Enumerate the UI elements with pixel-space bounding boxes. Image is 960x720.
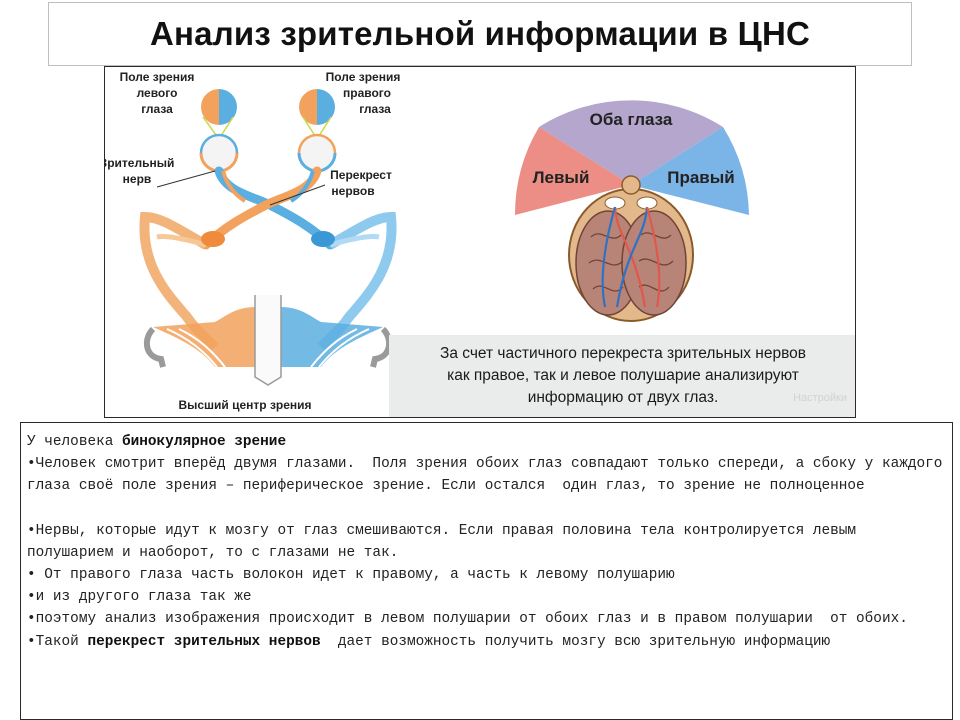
right-field-label-3: глаза	[359, 102, 391, 116]
intro-line: У человека бинокулярное зрение	[27, 431, 946, 453]
sector-right-label: Правый	[667, 168, 734, 187]
right-field-label-1: Поле зрения	[326, 70, 401, 84]
paragraph-gap	[27, 498, 946, 520]
caption-line-1: За счет частичного перекреста зрительных…	[439, 345, 807, 362]
optic-nerve-label-2: нерв	[123, 172, 152, 186]
caption-watermark: Настройки	[793, 392, 847, 404]
caption-line-2: как правое, так и левое полушарие анализ…	[447, 367, 799, 384]
right-optic-radiation	[281, 211, 397, 368]
p6-bold: перекрест зрительных нервов	[87, 633, 321, 650]
left-visual-field	[201, 89, 237, 125]
left-optic-radiation	[139, 211, 255, 368]
paragraph-6: •Такой перекрест зрительных нервов дает …	[27, 631, 946, 653]
intro-bold: бинокулярное зрение	[122, 434, 287, 450]
chiasm-label-2: нервов	[331, 184, 374, 198]
right-cortex-edge	[370, 326, 393, 368]
right-visual-field	[299, 89, 335, 125]
right-field-label-2: правого	[343, 86, 391, 100]
higher-center-label: Высший центр зрения	[178, 398, 311, 412]
left-cortex-edge	[143, 326, 166, 368]
optic-chiasm	[201, 166, 335, 250]
page-title: Анализ зрительной информации в ЦНС	[149, 15, 811, 52]
midline	[254, 295, 282, 386]
text-panel: У человека бинокулярное зрение •Человек …	[20, 422, 953, 720]
chiasm-label-1: Перекрест	[330, 168, 392, 182]
figure-panel: Поле зрения левого глаза Поле зрения пра…	[104, 66, 856, 418]
paragraph-3: • От правого глаза часть волокон идет к …	[27, 567, 675, 584]
left-field-label-1: Поле зрения	[120, 70, 195, 84]
paragraph-1: •Человек смотрит вперёд двумя глазами. П…	[27, 456, 952, 495]
intro-prefix: У человека	[27, 434, 122, 450]
paragraph-5: •поэтому анализ изображения происходит в…	[27, 611, 908, 628]
paragraph-2: •Нервы, которые идут к мозгу от глаз сме…	[27, 522, 865, 561]
brain-top-view	[568, 175, 694, 322]
left-field-label-2: левого	[137, 86, 178, 100]
sector-left-label: Левый	[533, 168, 590, 187]
caption-line-3: информацию от двух глаз.	[527, 389, 719, 406]
left-field-label-3: глаза	[141, 102, 173, 116]
caption-box: За счет частичного перекреста зрительных…	[389, 335, 855, 417]
paragraph-4: •и из другого глаза так же	[27, 589, 252, 606]
title-box: Анализ зрительной информации в ЦНС	[48, 2, 912, 66]
visual-pathway-illustration: Поле зрения левого глаза Поле зрения пра…	[105, 70, 749, 412]
visual-sector-fan	[514, 100, 749, 215]
p6-prefix: •Такой	[27, 633, 88, 650]
sector-both-label: Оба глаза	[590, 110, 673, 129]
optic-nerve-label-1: Зрительный	[105, 156, 174, 170]
p6-suffix: дает возможность получить мозгу всю зрит…	[320, 633, 831, 650]
